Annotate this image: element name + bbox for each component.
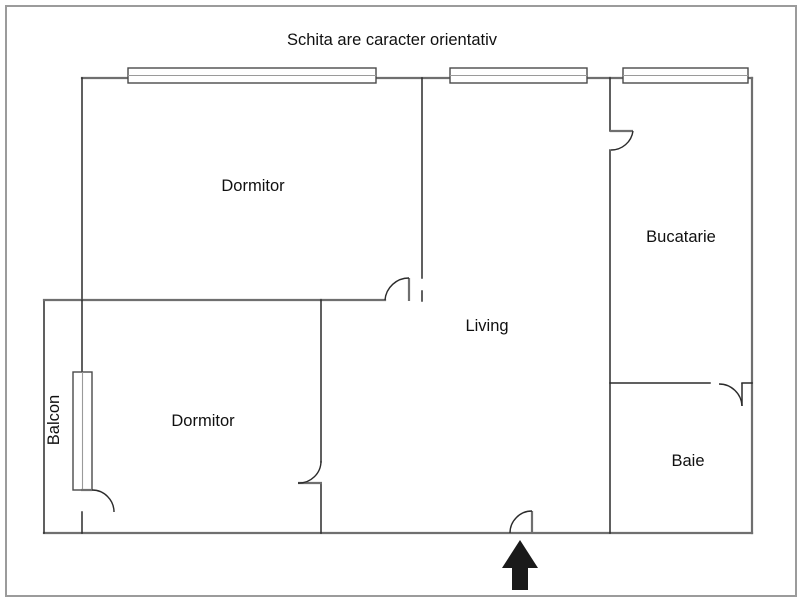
door-balcon <box>81 488 115 513</box>
outer-walls <box>42 76 754 535</box>
window-dormitor-top <box>127 67 377 84</box>
room-label-bucatarie: Bucatarie <box>646 228 716 246</box>
windows <box>72 67 749 491</box>
window-living <box>449 67 588 84</box>
interior-walls <box>42 77 753 534</box>
door-baie <box>718 383 743 407</box>
door-dormitor-bottom <box>297 460 322 485</box>
door-dormitor-top <box>384 277 411 301</box>
room-label-dormitor-bottom: Dormitor <box>171 412 235 430</box>
room-label-living: Living <box>465 317 508 335</box>
room-label-balcon: Balcon <box>45 395 63 445</box>
door-bucatarie <box>610 129 634 151</box>
doors <box>81 129 743 534</box>
entry-direction-arrow <box>502 540 538 590</box>
room-label-baie: Baie <box>671 452 704 470</box>
room-labels: Dormitor Dormitor Living Bucatarie Baie … <box>45 177 716 470</box>
door-entrance <box>509 510 534 534</box>
window-balcon <box>72 371 93 491</box>
window-bucatarie <box>622 67 749 84</box>
page-title: Schita are caracter orientativ <box>287 31 498 49</box>
drawing-border <box>5 5 797 597</box>
room-label-dormitor-top: Dormitor <box>221 177 285 195</box>
